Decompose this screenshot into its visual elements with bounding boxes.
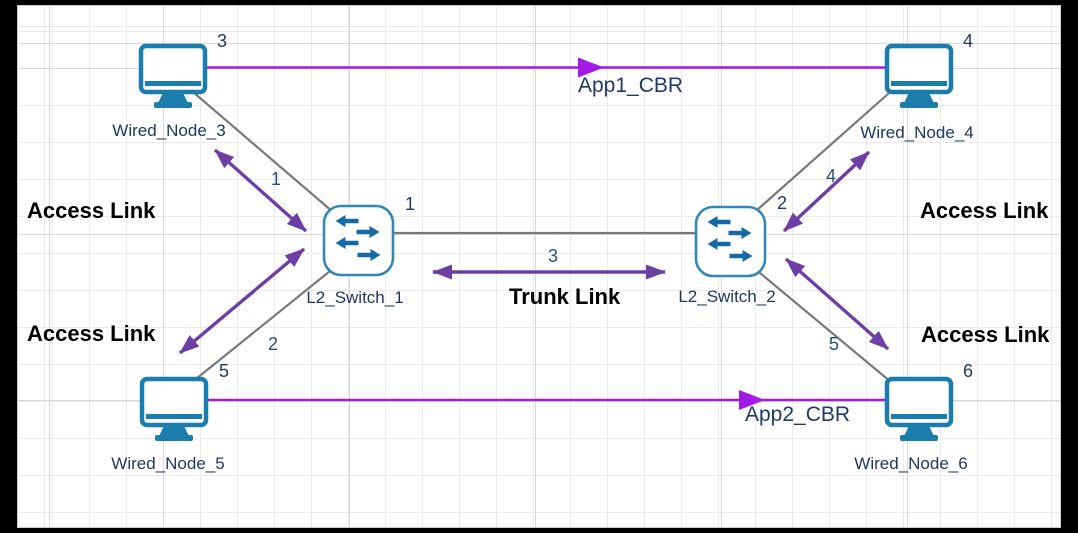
link-number-label: 5 — [829, 334, 839, 354]
device-l2-switch-1[interactable]: L2_Switch_1 1 — [306, 194, 415, 307]
device-wired-node-6[interactable]: Wired_Node_6 6 — [854, 361, 973, 473]
devices-layer: Wired_Node_33Wired_Node_44Wired_Node_55W… — [111, 31, 973, 473]
double-arrow-annotation-icon[interactable] — [784, 257, 890, 351]
wired-node-icon[interactable] — [884, 376, 954, 441]
link-number-label: 2 — [268, 334, 278, 354]
device-wired-node-5[interactable]: Wired_Node_5 5 — [111, 361, 229, 473]
device-name-label: Wired_Node_5 — [111, 454, 224, 473]
double-arrow-annotation-icon[interactable] — [782, 150, 871, 233]
device-id-label: 2 — [777, 193, 787, 213]
wired-node-icon[interactable] — [138, 43, 208, 108]
l2-switch-icon[interactable] — [694, 205, 767, 278]
link-4[interactable] — [747, 85, 898, 219]
link-number-label: 3 — [548, 246, 558, 266]
device-wired-node-4[interactable]: Wired_Node_4 4 — [860, 31, 973, 142]
app-flow-app1-cbr[interactable]: App1_CBR — [205, 57, 888, 98]
device-l2-switch-2[interactable]: L2_Switch_2 2 — [678, 193, 787, 306]
apps-layer: App1_CBR App2_CBR — [205, 57, 888, 426]
access-link-label[interactable]: Access Link — [27, 198, 156, 223]
wired-node-icon[interactable] — [139, 376, 209, 441]
access-link-label[interactable]: Access Link — [920, 198, 1049, 223]
link-5[interactable] — [747, 262, 898, 388]
device-name-label: Wired_Node_6 — [854, 454, 967, 473]
access-link-label[interactable]: Access Link — [27, 321, 156, 346]
device-wired-node-3[interactable]: Wired_Node_3 3 — [112, 31, 227, 140]
trunk-link-label[interactable]: Trunk Link — [509, 284, 621, 309]
app-flow-app2-cbr[interactable]: App2_CBR — [205, 390, 888, 426]
device-id-label: 4 — [963, 31, 973, 51]
access-link-label[interactable]: Access Link — [921, 322, 1050, 347]
device-id-label: 6 — [963, 361, 973, 381]
l2-switch-icon[interactable] — [322, 204, 395, 277]
link-1[interactable] — [185, 85, 341, 219]
device-name-label: Wired_Node_4 — [860, 123, 973, 142]
device-name-label: Wired_Node_3 — [112, 121, 225, 140]
device-id-label: 1 — [405, 194, 415, 214]
app-direction-arrow-icon — [739, 390, 765, 410]
app-name-label: App1_CBR — [578, 74, 683, 97]
link-number-label: 1 — [271, 169, 281, 189]
device-name-label: L2_Switch_1 — [306, 288, 403, 307]
device-id-label: 5 — [219, 361, 229, 381]
app-name-label: App2_CBR — [745, 403, 850, 426]
device-name-label: L2_Switch_2 — [678, 287, 775, 306]
double-arrow-annotation-icon[interactable] — [178, 247, 306, 355]
wired-node-icon[interactable] — [884, 43, 954, 108]
device-id-label: 3 — [217, 31, 227, 51]
double-arrow-annotation-icon[interactable] — [213, 148, 308, 233]
app-direction-arrow-icon — [578, 57, 604, 78]
